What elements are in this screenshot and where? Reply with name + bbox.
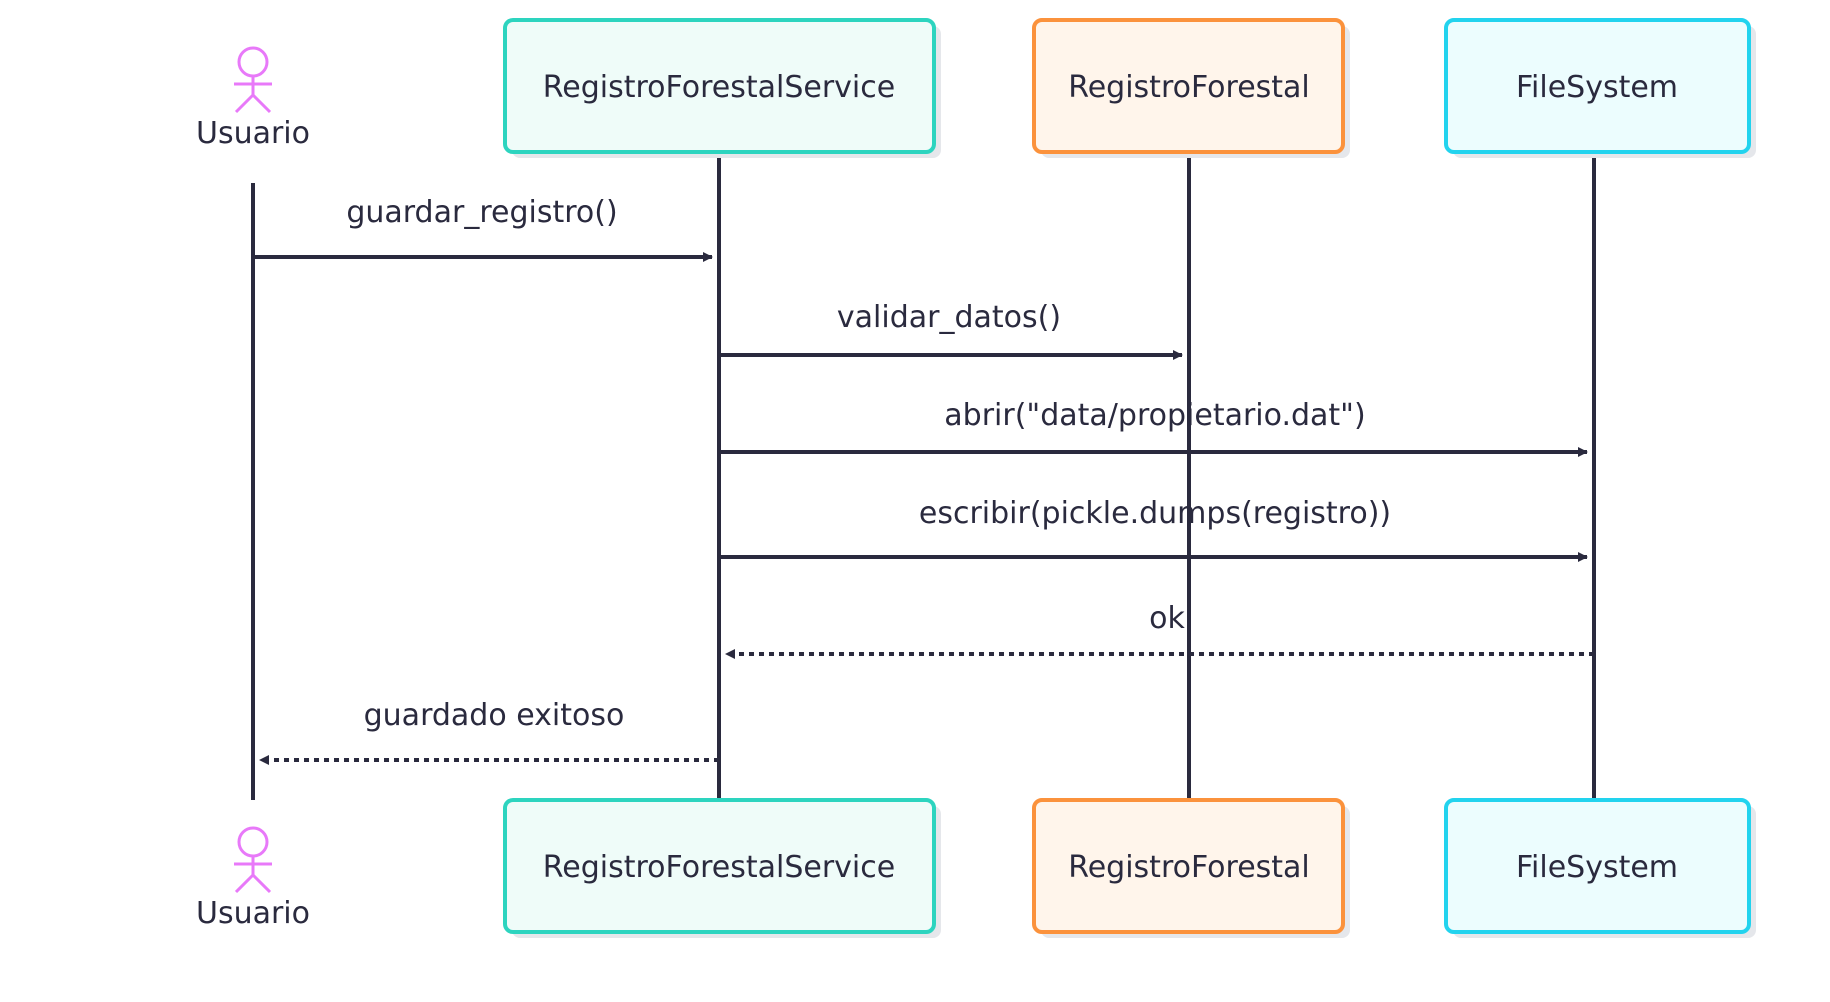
participants-top: Usuario RegistroForestalService Registro…: [196, 18, 1756, 158]
actor-usuario-label: Usuario: [196, 116, 310, 151]
message-label: guardar_registro(): [346, 195, 617, 230]
messages: guardar_registro() validar_datos() abrir…: [253, 195, 1594, 765]
actor-usuario-label: Usuario: [196, 896, 310, 931]
participant-service-label: RegistroForestalService: [543, 70, 895, 105]
participant-fs-label: FileSystem: [1516, 850, 1678, 885]
participant-service-bottom[interactable]: RegistroForestalService: [503, 798, 941, 938]
message-label: abrir("data/propietario.dat"): [944, 398, 1365, 433]
lifelines: [251, 153, 1596, 800]
message-abrir[interactable]: abrir("data/propietario.dat"): [719, 398, 1588, 457]
participant-fs-bottom[interactable]: FileSystem: [1444, 798, 1756, 938]
participant-registro-bottom[interactable]: RegistroForestal: [1032, 798, 1350, 938]
participant-registro-label: RegistroForestal: [1068, 850, 1310, 885]
message-guardar-registro[interactable]: guardar_registro(): [253, 195, 713, 262]
participant-registro-label: RegistroForestal: [1068, 70, 1310, 105]
actor-usuario-bottom[interactable]: Usuario: [196, 826, 310, 931]
message-guardado-exitoso[interactable]: guardado exitoso: [259, 698, 719, 765]
participants-bottom: Usuario RegistroForestalService Registro…: [196, 798, 1756, 938]
participant-fs-top[interactable]: FileSystem: [1444, 18, 1756, 158]
message-escribir[interactable]: escribir(pickle.dumps(registro)): [719, 496, 1588, 562]
participant-registro-top[interactable]: RegistroForestal: [1032, 18, 1350, 158]
message-validar-datos[interactable]: validar_datos(): [719, 300, 1183, 360]
message-label: validar_datos(): [837, 300, 1061, 335]
message-label: guardado exitoso: [364, 698, 625, 733]
person-icon: [234, 826, 272, 894]
message-label: escribir(pickle.dumps(registro)): [919, 496, 1391, 531]
participant-service-top[interactable]: RegistroForestalService: [503, 18, 941, 158]
person-icon: [234, 46, 272, 114]
participant-service-label: RegistroForestalService: [543, 850, 895, 885]
actor-usuario-top[interactable]: Usuario: [196, 46, 310, 151]
message-ok[interactable]: ok: [725, 601, 1594, 659]
message-label: ok: [1149, 601, 1185, 636]
participant-fs-label: FileSystem: [1516, 70, 1678, 105]
